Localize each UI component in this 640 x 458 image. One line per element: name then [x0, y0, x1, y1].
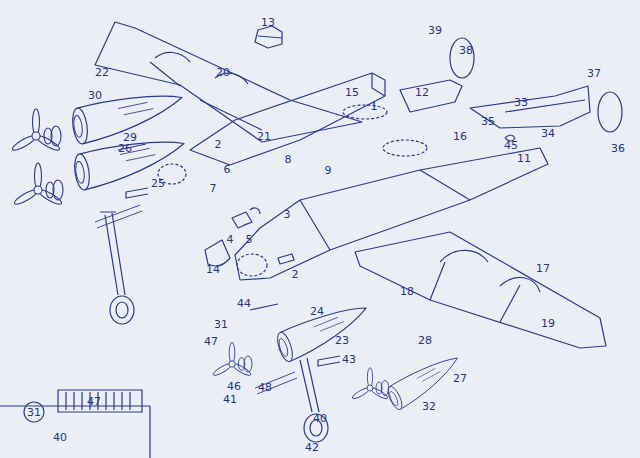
callout-number: 36: [611, 143, 625, 154]
callout-number: 22: [95, 67, 109, 78]
callout-number: 31: [27, 407, 41, 418]
callout-number: 45: [504, 140, 518, 151]
callout-number: 20: [216, 67, 230, 78]
callout-number: 23: [335, 335, 349, 346]
callout-number: 9: [325, 165, 332, 176]
callout-number: 32: [422, 401, 436, 412]
callout-number: 33: [514, 97, 528, 108]
callout-number: 44: [237, 298, 251, 309]
callout-number: 19: [541, 318, 555, 329]
callout-number: 5: [246, 234, 253, 245]
callout-number: 4: [227, 234, 234, 245]
callout-number: 26: [118, 143, 132, 154]
callout-number: 48: [258, 382, 272, 393]
callout-number: 29: [123, 132, 137, 143]
callout-number: 38: [459, 45, 473, 56]
callout-number: 7: [210, 183, 217, 194]
callout-number: 25: [151, 178, 165, 189]
callout-number: 34: [541, 128, 555, 139]
callout-number: 28: [418, 335, 432, 346]
callout-number: 1: [371, 101, 378, 112]
callout-number: 27: [453, 373, 467, 384]
callout-number: 18: [400, 286, 414, 297]
callout-number: 13: [261, 17, 275, 28]
callout-number: 12: [415, 87, 429, 98]
callout-number: 21: [257, 131, 271, 142]
callout-number: 37: [587, 68, 601, 79]
callout-number: 24: [310, 306, 324, 317]
callout-number: 14: [206, 264, 220, 275]
callout-number: 2: [292, 269, 299, 280]
callout-number: 40: [53, 432, 67, 443]
callout-number: 35: [481, 116, 495, 127]
callout-number: 11: [517, 153, 531, 164]
callout-number: 17: [536, 263, 550, 274]
callout-number: 47: [204, 336, 218, 347]
callout-number: 8: [285, 154, 292, 165]
callout-number: 46: [227, 381, 241, 392]
callout-number: 2: [215, 139, 222, 150]
callout-number: 43: [342, 354, 356, 365]
callout-number: 15: [345, 87, 359, 98]
callout-number: 40: [313, 413, 327, 424]
callout-number: 6: [224, 164, 231, 175]
callout-number: 16: [453, 131, 467, 142]
callout-number: 31: [214, 319, 228, 330]
callout-number: 41: [223, 394, 237, 405]
callout-number: 39: [428, 25, 442, 36]
callout-number: 3: [284, 209, 291, 220]
callout-number: 42: [305, 442, 319, 453]
callout-number: 30: [88, 90, 102, 101]
callout-number: 47: [87, 396, 101, 407]
